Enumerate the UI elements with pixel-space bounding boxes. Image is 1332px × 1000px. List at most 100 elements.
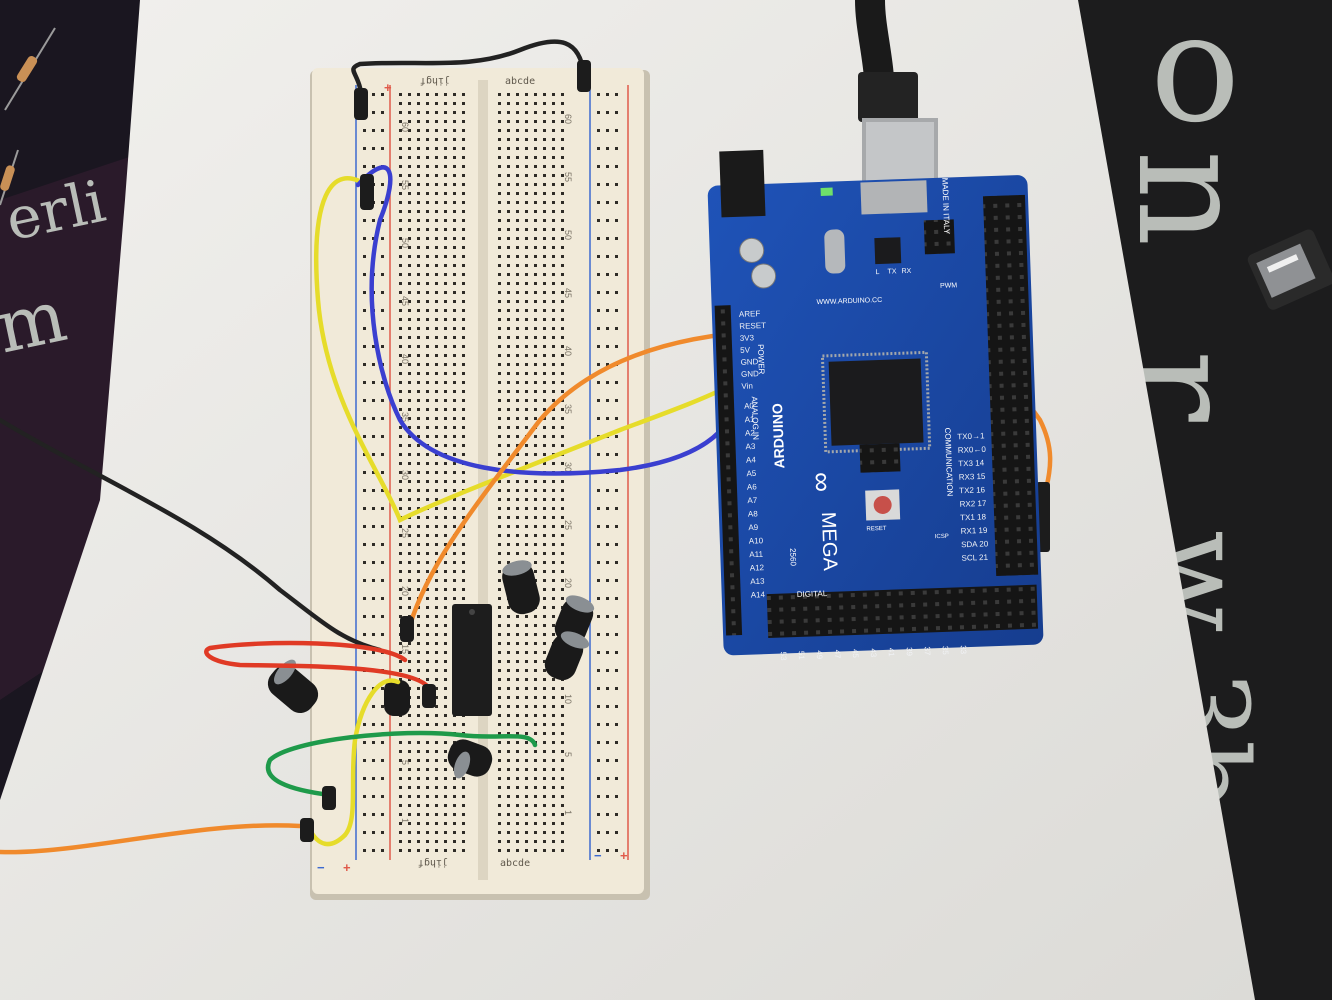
- crystal: [824, 229, 846, 274]
- resistor: [4, 27, 56, 111]
- rail-minus-label: −: [594, 848, 602, 863]
- row-number: 25: [563, 520, 573, 530]
- comm-pin-label: RX3 15: [959, 472, 987, 482]
- logo: ∞: [806, 472, 838, 493]
- led-label: RX: [901, 268, 911, 275]
- analog-pin-label: A1: [744, 415, 755, 424]
- analog-pin-label: A3: [745, 442, 756, 451]
- analog-pin-label: A2: [745, 428, 756, 437]
- digital-pin-label: 53: [779, 651, 788, 661]
- row-number: 20: [563, 578, 573, 588]
- row-number: 45: [563, 288, 573, 298]
- capacitor: [447, 739, 493, 779]
- row-number: 55: [563, 172, 573, 182]
- digital-pin-label: 47: [833, 649, 842, 659]
- arduino-mega-board: ARDUINO ∞ MEGA 2560 MADE IN ITALY WWW.AR…: [707, 149, 1044, 661]
- row-number: 15: [400, 644, 410, 654]
- model-label: MEGA: [817, 512, 841, 572]
- digital-bottom-header: [766, 584, 1039, 639]
- jumper-wire-yellow: [342, 678, 401, 838]
- website-label: WWW.ARDUINO.CC: [816, 297, 882, 306]
- capacitor: [384, 680, 410, 716]
- power-led: [820, 187, 833, 196]
- analog-power-header: [714, 305, 743, 636]
- digital-pin-label: 49: [815, 650, 824, 660]
- column-letters: jihgf: [418, 857, 448, 868]
- reset-button-cap[interactable]: [873, 495, 892, 515]
- power-pin-label: 3V3: [740, 333, 755, 343]
- row-number: 60: [400, 122, 410, 132]
- comm-pin-label: TX0→1: [957, 431, 985, 441]
- row-number: 45: [400, 296, 410, 306]
- digital-pin-label: 37: [923, 646, 932, 656]
- power-pin-label: GND: [741, 369, 759, 379]
- row-number: 30: [400, 470, 410, 480]
- digital-pin-label: 43: [869, 648, 878, 658]
- comm-pin-label: TX1 18: [960, 512, 987, 522]
- analog-pin-label: A5: [746, 469, 757, 478]
- row-number: 10: [563, 694, 573, 704]
- ic-chip: [452, 604, 492, 716]
- row-number: 50: [563, 230, 573, 240]
- brand-label: ARDUINO: [769, 403, 787, 469]
- made-in-label: MADE IN ITALY: [940, 177, 951, 235]
- jumper-wire-orange: [0, 823, 303, 855]
- wire-plug: [300, 60, 1050, 842]
- comm-pin-label: RX0←0: [958, 445, 987, 455]
- column-letters: abcde: [505, 76, 535, 87]
- column-letters: jihgf: [420, 75, 450, 86]
- model-sub-label: 2560: [788, 548, 798, 567]
- icsp-header: [923, 219, 955, 255]
- jumper-wire-red: [204, 640, 433, 693]
- row-number: 40: [563, 346, 573, 356]
- power-pin-label: Vin: [741, 381, 753, 390]
- analog-pin-label: A9: [748, 523, 759, 532]
- row-number: 20: [400, 586, 410, 596]
- usb-chip: [874, 237, 902, 265]
- row-number: 40: [400, 354, 410, 364]
- row-number: 50: [400, 238, 410, 248]
- analog-header-label: ANALOG IN: [750, 396, 761, 440]
- comm-pin-label: SDA 20: [961, 539, 989, 549]
- comm-pin-label: RX1 19: [960, 526, 988, 536]
- icsp-header: [859, 443, 901, 473]
- capacitor: [502, 560, 540, 615]
- row-number: 30: [563, 462, 573, 472]
- usb-port: [860, 180, 928, 215]
- digital-pin-label: 41: [887, 648, 896, 658]
- analog-pin-label: A4: [746, 455, 757, 464]
- analog-pin-label: A6: [747, 482, 758, 491]
- digital-pin-label: 45: [851, 649, 860, 659]
- row-number: 1: [400, 818, 410, 823]
- digital-side-header: [982, 194, 1039, 577]
- rail-plus-label: +: [620, 848, 628, 863]
- rail-plus-label: +: [384, 80, 392, 95]
- row-number: 35: [400, 412, 410, 422]
- power-header-label: POWER: [756, 344, 766, 375]
- row-number: 5: [400, 760, 410, 765]
- board-capacitor: [739, 237, 765, 263]
- jumper-wire-black: [0, 417, 383, 653]
- jumper-wire-black: [351, 39, 587, 103]
- row-number: 60: [563, 114, 573, 124]
- power-jack: [719, 149, 766, 218]
- analog-pin-label: A11: [749, 550, 763, 559]
- analog-pin-label: A13: [750, 577, 765, 587]
- resistor: [0, 149, 19, 206]
- microcontroller-chip: [828, 358, 924, 446]
- comm-pin-label: TX3 14: [958, 458, 985, 468]
- board-capacitor: [751, 263, 777, 289]
- power-pin-label: GND: [740, 357, 758, 367]
- analog-pin-label: A10: [749, 536, 764, 546]
- analog-pin-label: A0: [744, 401, 755, 410]
- comm-pin-label: TX2 16: [959, 485, 986, 495]
- rail-plus-label: +: [343, 860, 351, 875]
- comm-header-label: COMMUNICATION: [943, 428, 954, 497]
- mat-text-right: n: [1104, 150, 1278, 247]
- digital-pin-label: 33: [959, 645, 968, 655]
- digital-header-label: DIGITAL: [797, 589, 828, 599]
- power-pin-label: RESET: [739, 321, 766, 331]
